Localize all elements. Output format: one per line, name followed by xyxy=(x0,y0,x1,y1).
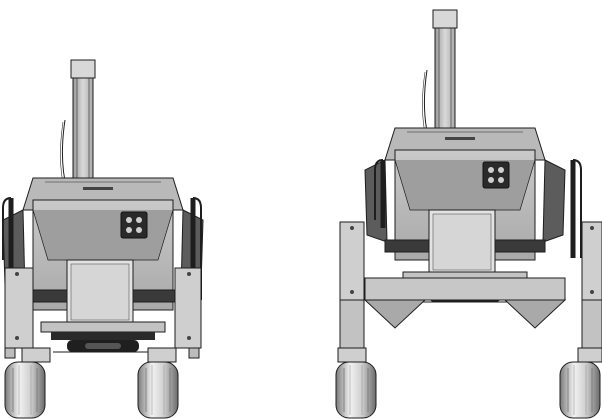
narrow-view xyxy=(2,59,204,359)
wide-view-right-upright xyxy=(577,221,602,363)
wide-view-left-upright xyxy=(337,221,367,363)
wide-view xyxy=(363,9,582,329)
